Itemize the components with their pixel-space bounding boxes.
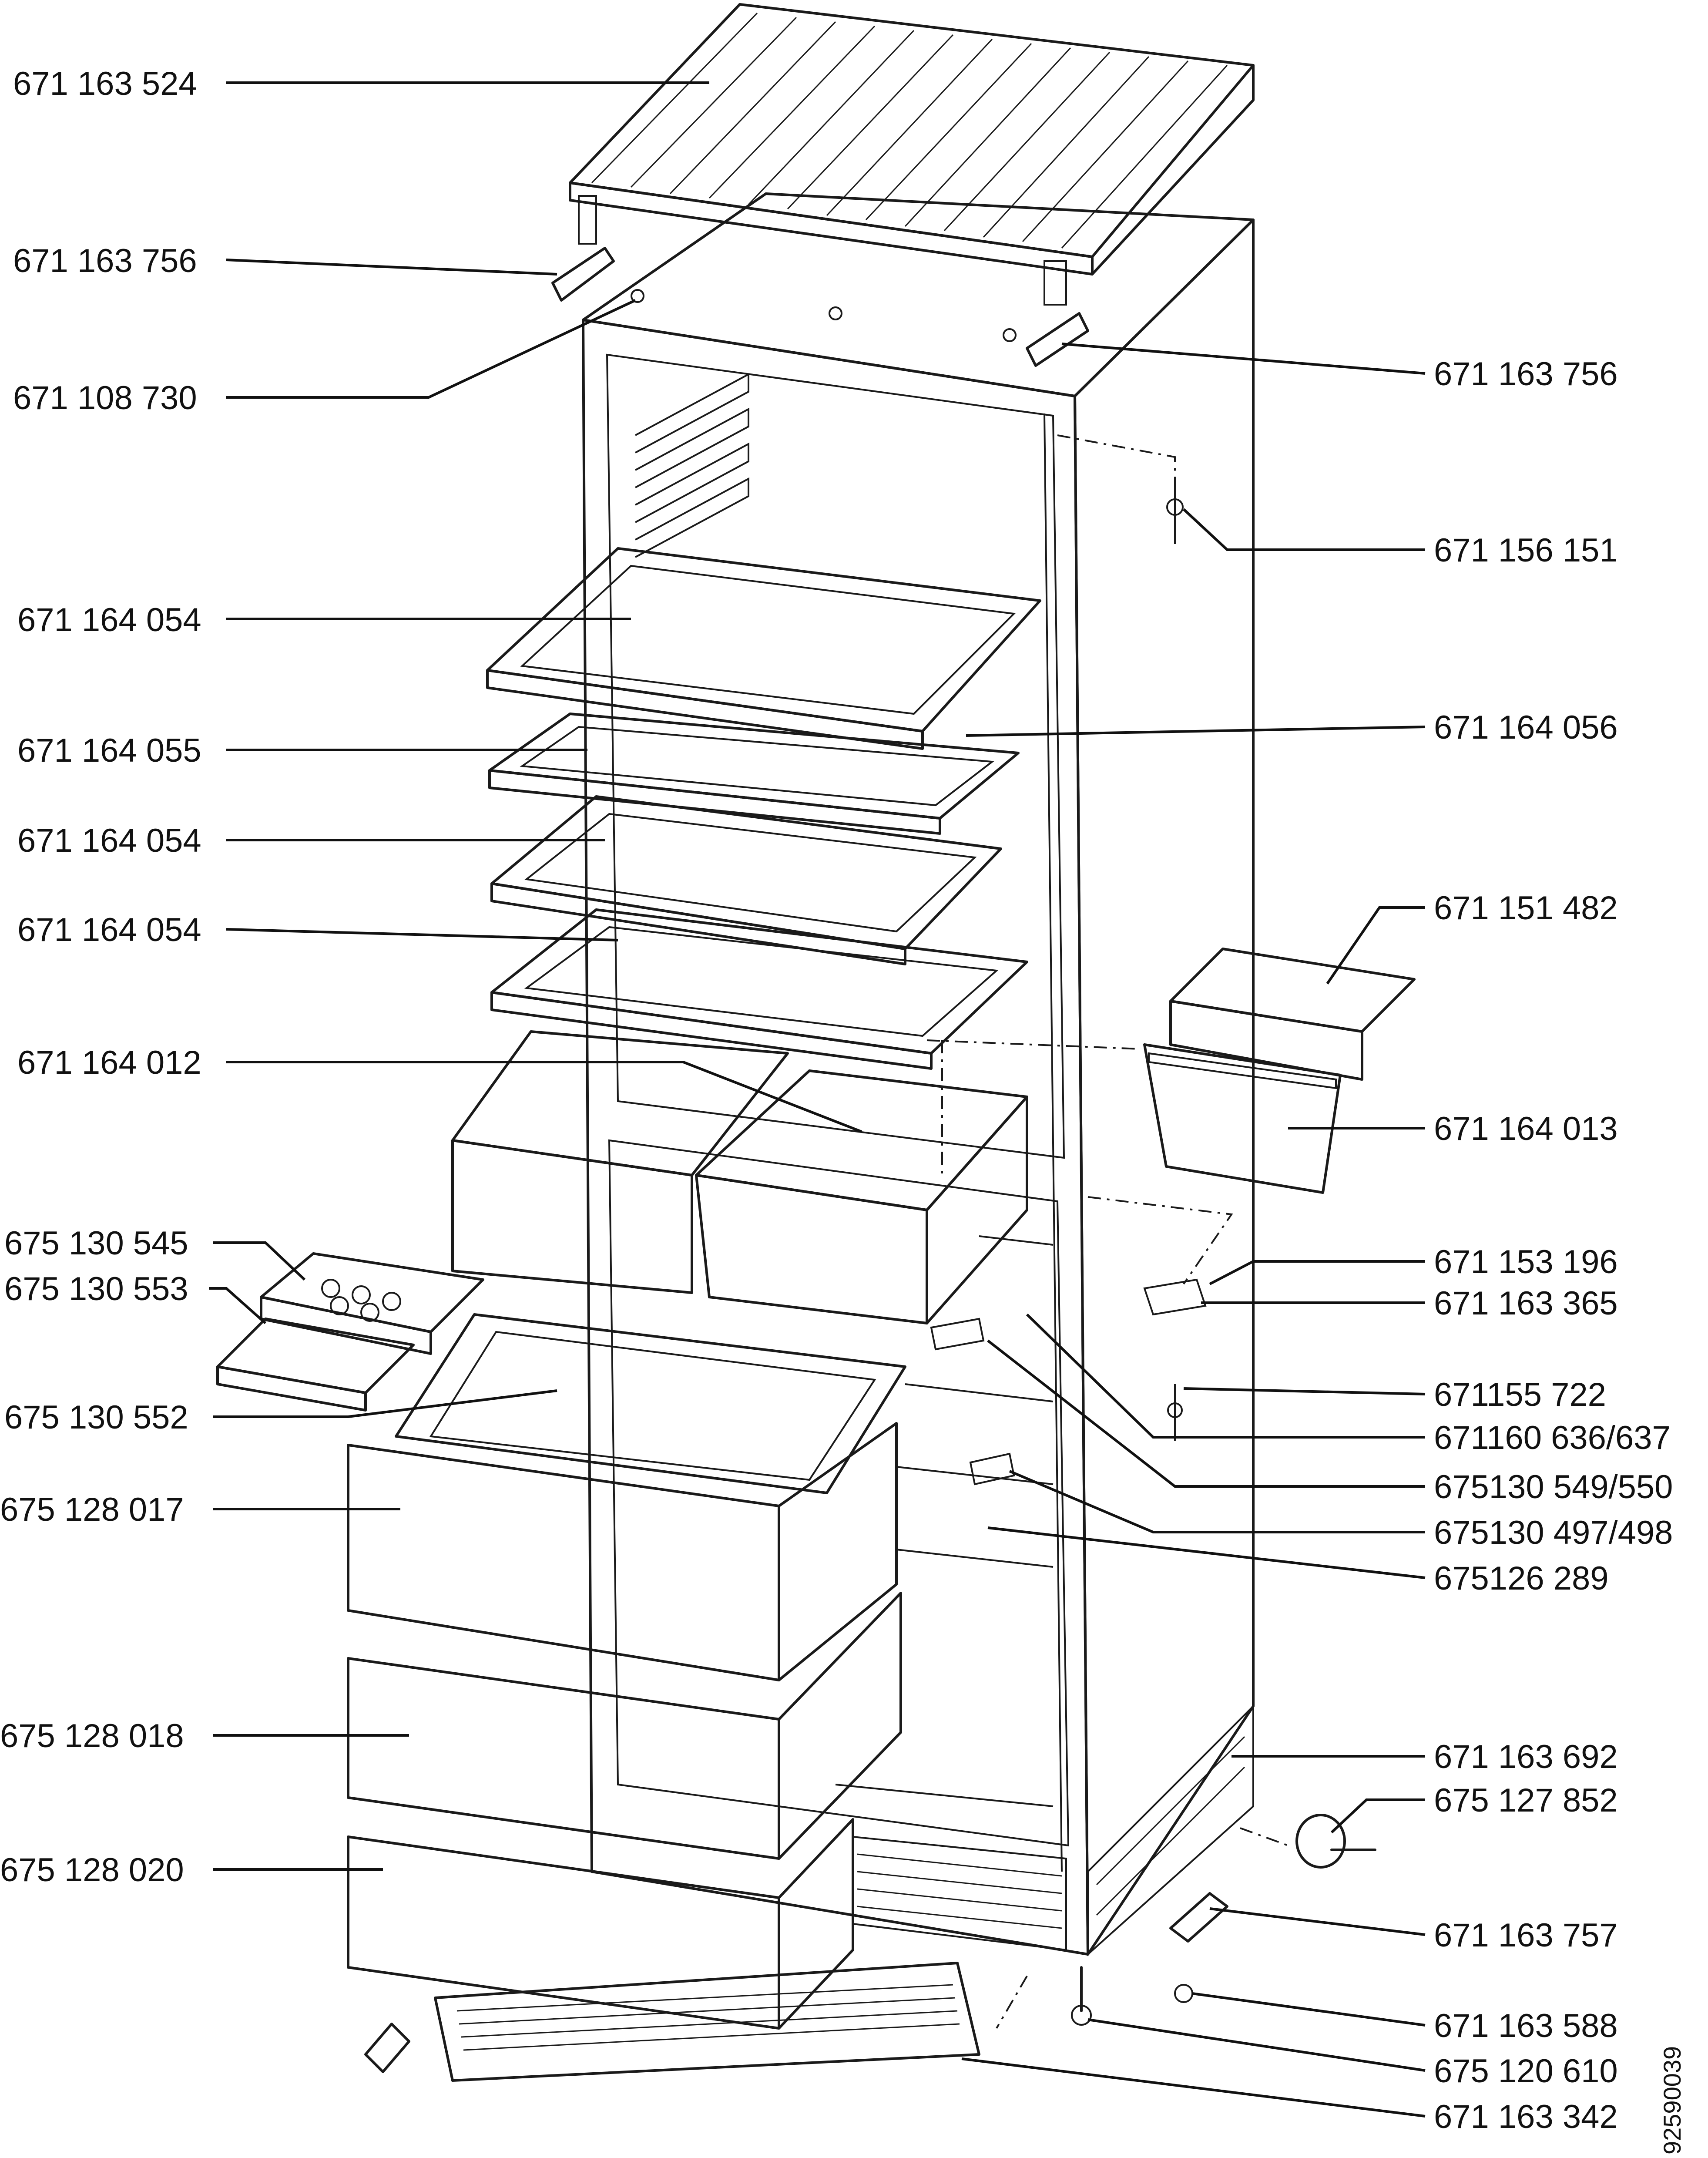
label-washer: 671 163 588 — [1434, 2007, 1618, 2044]
shelves — [486, 547, 1041, 1070]
drawing-code: 92590039 — [1658, 2046, 1686, 2155]
label-drawer-2: 675 128 018 — [0, 1718, 184, 1755]
label-support-2: 675130 549/550 — [1434, 1469, 1673, 1506]
leader-lines — [209, 81, 1426, 2118]
label-kick-plate: 671 163 342 — [1434, 2098, 1618, 2135]
label-foot-wheel: 675 127 852 — [1434, 1782, 1618, 1819]
top-cover — [569, 3, 1255, 306]
label-hinge-top-left: 671 163 756 — [13, 242, 197, 279]
label-hinge-bottom: 671 163 757 — [1434, 1917, 1618, 1954]
label-hinge-top-right: 671 163 756 — [1434, 356, 1618, 393]
label-drawer-3: 675 128 020 — [0, 1852, 184, 1889]
label-ice-plate: 675 130 553 — [4, 1271, 188, 1308]
label-shelf-2-back: 671 164 056 — [1434, 709, 1618, 746]
part-labels: 671 163 524 671 163 756 671 108 730 671 … — [0, 65, 1686, 2155]
crisper-bins — [451, 1030, 1028, 1324]
label-crisper-pair: 671 164 012 — [17, 1044, 201, 1081]
top-hardware — [551, 247, 1184, 544]
small-hardware — [364, 1278, 1376, 2073]
label-drawer-lid: 675 130 552 — [4, 1399, 188, 1436]
label-bin-right: 671 164 013 — [1434, 1110, 1618, 1147]
label-drawer-1: 675 128 017 — [0, 1491, 184, 1528]
label-freezer-back: 675126 289 — [1434, 1560, 1609, 1597]
label-shelf-1: 671 164 054 — [17, 602, 201, 639]
ice-parts — [216, 1252, 484, 1412]
assembly-dash-lines — [926, 434, 1289, 2029]
label-support-1: 671160 636/637 — [1434, 1419, 1671, 1456]
door-bins — [1143, 948, 1416, 1194]
label-top-cover: 671 163 524 — [13, 65, 197, 102]
label-pin: 671155 722 — [1434, 1376, 1606, 1413]
kick-plate — [434, 1962, 980, 2082]
freezer-drawers — [347, 1313, 906, 2030]
label-support-3: 675130 497/498 — [1434, 1514, 1673, 1551]
label-bracket-1: 671 153 196 — [1434, 1244, 1618, 1281]
label-shelf-4: 671 164 054 — [17, 911, 201, 948]
label-lamp-switch: 671 156 151 — [1434, 532, 1618, 569]
label-base-frame: 671 163 692 — [1434, 1738, 1618, 1775]
label-bracket-2: 671 163 365 — [1434, 1285, 1618, 1322]
label-tray-right: 671 151 482 — [1434, 890, 1618, 927]
label-screw-top: 671 108 730 — [13, 380, 197, 417]
label-ice-tray: 675 130 545 — [4, 1225, 188, 1262]
label-adjust-foot: 675 120 610 — [1434, 2053, 1618, 2090]
label-shelf-2: 671 164 055 — [17, 732, 201, 769]
label-shelf-3: 671 164 054 — [17, 822, 201, 859]
cabinet-body — [582, 192, 1255, 1956]
